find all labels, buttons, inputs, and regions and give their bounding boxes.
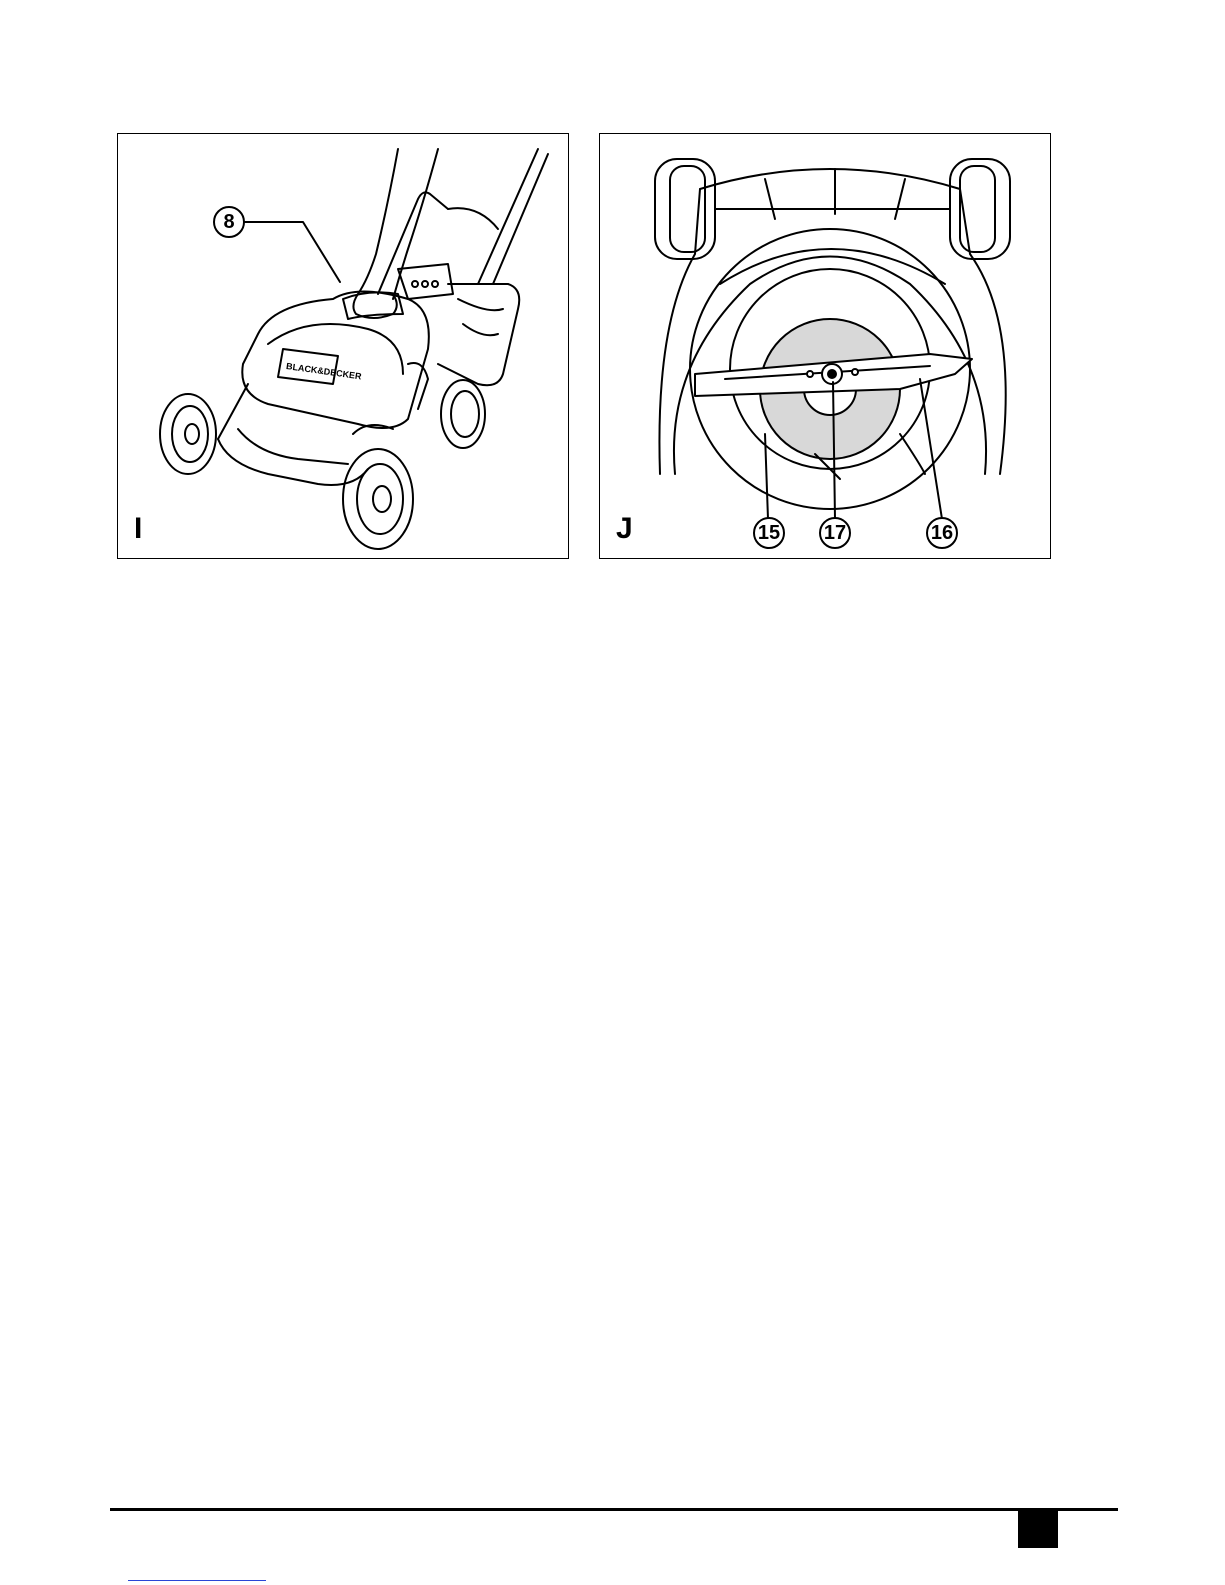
callout-15: 15 [753,517,785,549]
mower-underside-illustration [600,134,1050,558]
callout-8: 8 [213,206,245,238]
figure-j-panel: 15 17 16 J [599,133,1051,559]
callout-17: 17 [819,517,851,549]
callout-16: 16 [926,517,958,549]
figure-letter-j: J [616,514,633,544]
page-number-box [1018,1510,1058,1548]
figure-i-panel: BLACK&DECKER 8 I [117,133,569,559]
footer-rule [110,1508,1118,1511]
figure-letter-i: I [134,514,142,544]
mower-perspective-illustration: BLACK&DECKER [118,134,568,558]
bottom-hyperlink-underline[interactable] [128,1580,266,1581]
